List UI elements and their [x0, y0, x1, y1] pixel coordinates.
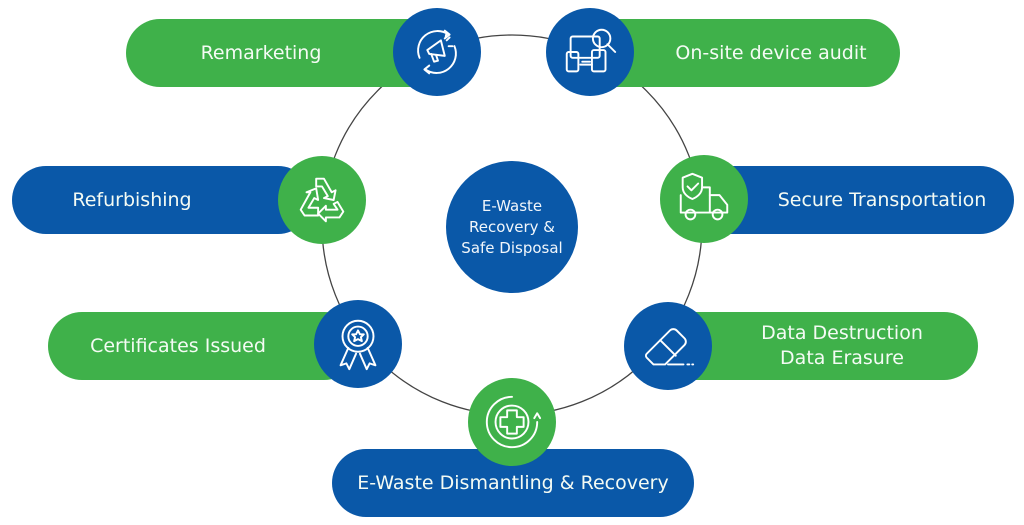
step-node-data-destruction — [624, 302, 712, 390]
center-title: E-Waste Recovery & Safe Disposal — [446, 161, 578, 293]
step-node-certificates — [314, 300, 402, 388]
step-node-refurbishing — [278, 156, 366, 244]
step-label-line: Data Erasure — [780, 347, 904, 369]
step-label: On-site device audit — [675, 41, 867, 64]
step-label: Secure Transportation — [777, 188, 987, 211]
center-title-line: Recovery & — [468, 217, 555, 236]
medical-cross-cycle-icon — [485, 395, 542, 449]
recycle-icon — [299, 177, 345, 223]
award-ribbon-icon — [339, 319, 377, 371]
step-node-secure-transport — [660, 155, 748, 243]
step-label: Certificates Issued — [90, 334, 266, 357]
step-label-line: Data Destruction — [761, 322, 923, 344]
step-node-onsite-audit — [546, 8, 634, 96]
step-label: Refurbishing — [72, 188, 192, 211]
center-title-line: E-Waste — [481, 196, 543, 215]
step-pill-refurbishing: Refurbishing — [12, 166, 312, 234]
step-label: Data Destruction Data Erasure — [761, 321, 923, 371]
devices-magnifier-icon — [565, 28, 617, 73]
shield-truck-icon — [679, 172, 729, 221]
center-title-line: Safe Disposal — [461, 238, 563, 257]
step-pill-certificates: Certificates Issued — [48, 312, 358, 380]
step-node-dismantling — [468, 378, 556, 466]
megaphone-cycle-icon — [417, 29, 457, 75]
eraser-icon — [644, 328, 695, 366]
step-node-remarketing — [393, 8, 481, 96]
step-label: Remarketing — [200, 41, 322, 64]
step-label: E-Waste Dismantling & Recovery — [357, 471, 669, 494]
